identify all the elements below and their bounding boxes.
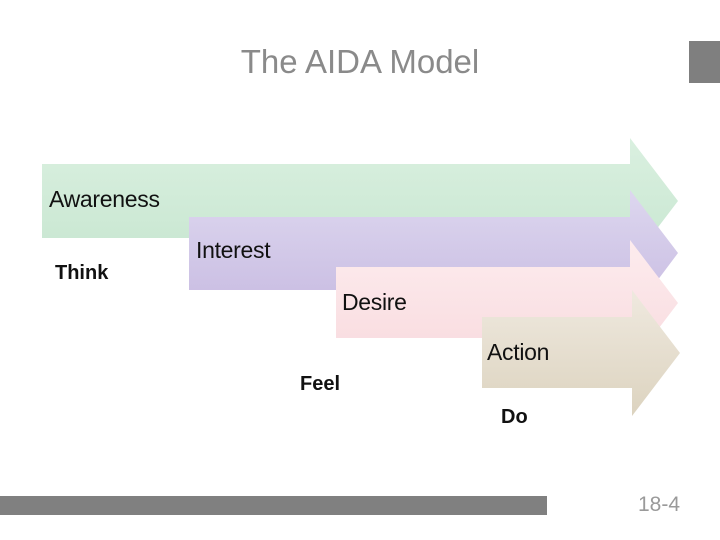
arrow-label-action: Action (487, 339, 550, 365)
arrow-label-awareness: Awareness (49, 186, 160, 212)
slide-title: The AIDA Model (240, 43, 480, 80)
footer-bar (0, 496, 547, 515)
stage-label-think: Think (55, 262, 109, 284)
page-number: 18-4 (637, 493, 680, 516)
arrow-label-interest: Interest (196, 237, 271, 263)
arrow-label-desire: Desire (342, 289, 407, 315)
stage-label-feel: Feel (300, 373, 341, 395)
corner-accent-block (689, 41, 720, 83)
stage-label-do: Do (501, 406, 528, 428)
